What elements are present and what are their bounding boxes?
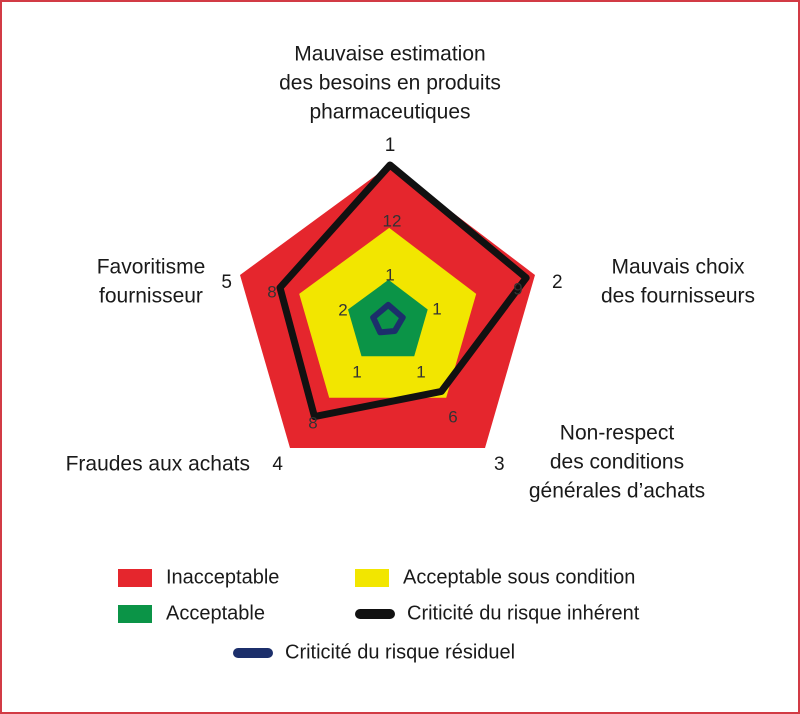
axis-label-2-line-2: des fournisseurs: [601, 285, 755, 308]
axis-number-5: 5: [221, 272, 232, 293]
legend-label-criticit-du-risque-r-siduel: Criticité du risque résiduel: [285, 641, 515, 663]
legend-swatch-acceptable-sous-condition: [355, 569, 389, 587]
residual-value-1: 1: [385, 265, 394, 284]
legend-swatch-acceptable: [118, 605, 152, 623]
axis-number-4: 4: [272, 454, 283, 475]
legend-label-acceptable: Acceptable: [166, 602, 265, 624]
legend-label-criticit-du-risque-inh-rent: Criticité du risque inhérent: [407, 602, 640, 624]
residual-risk-line: [370, 301, 406, 336]
axis-label-2-line-1: Mauvais choix: [611, 256, 745, 279]
inherent-risk-line: [276, 161, 530, 421]
axis-number-2: 2: [552, 272, 563, 293]
legend-label-inacceptable: Inacceptable: [166, 566, 279, 588]
axis-number-1: 1: [385, 135, 396, 156]
legend-swatch-criticit-du-risque-inh-rent: [355, 609, 395, 619]
axis-label-1-line-1: Mauvaise estimation: [294, 43, 485, 66]
axis-label-3-line-1: Non-respect: [560, 422, 675, 445]
residual-value-4: 1: [352, 362, 361, 381]
axis-label-3-line-3: générales d’achats: [529, 480, 705, 503]
inherent-value-3: 6: [448, 407, 457, 426]
axis-label-5-line-1: Favoritisme: [97, 256, 206, 279]
inherent-value-2: 9: [513, 279, 522, 298]
inherent-value-5: 8: [267, 282, 276, 301]
residual-value-3: 1: [416, 362, 425, 381]
axis-label-4-line-1: Fraudes aux achats: [66, 453, 250, 476]
residual-value-5: 2: [338, 300, 347, 319]
axis-label-3-line-2: des conditions: [550, 451, 684, 474]
legend: Inacceptable Acceptable sous conditionAcc…: [118, 566, 640, 663]
series-lines: [276, 161, 530, 421]
axis-label-1-line-2: des besoins en produits: [279, 72, 501, 95]
axis-label-5-line-2: fournisseur: [99, 285, 203, 308]
inherent-value-1: 12: [383, 211, 402, 230]
axis-number-3: 3: [494, 454, 505, 475]
axis-labels: 1 Mauvaise estimation des besoins en produ…: [66, 43, 755, 503]
residual-value-2: 1: [432, 299, 441, 318]
legend-swatch-criticit-du-risque-r-siduel: [233, 648, 273, 658]
axis-label-1-line-3: pharmaceutiques: [309, 101, 470, 124]
zone-acceptable: [348, 279, 428, 357]
legend-swatch-inacceptable: [118, 569, 152, 587]
inherent-value-4: 8: [308, 413, 317, 432]
legend-label-acceptable-sous-condition: Acceptable sous condition: [403, 566, 635, 588]
